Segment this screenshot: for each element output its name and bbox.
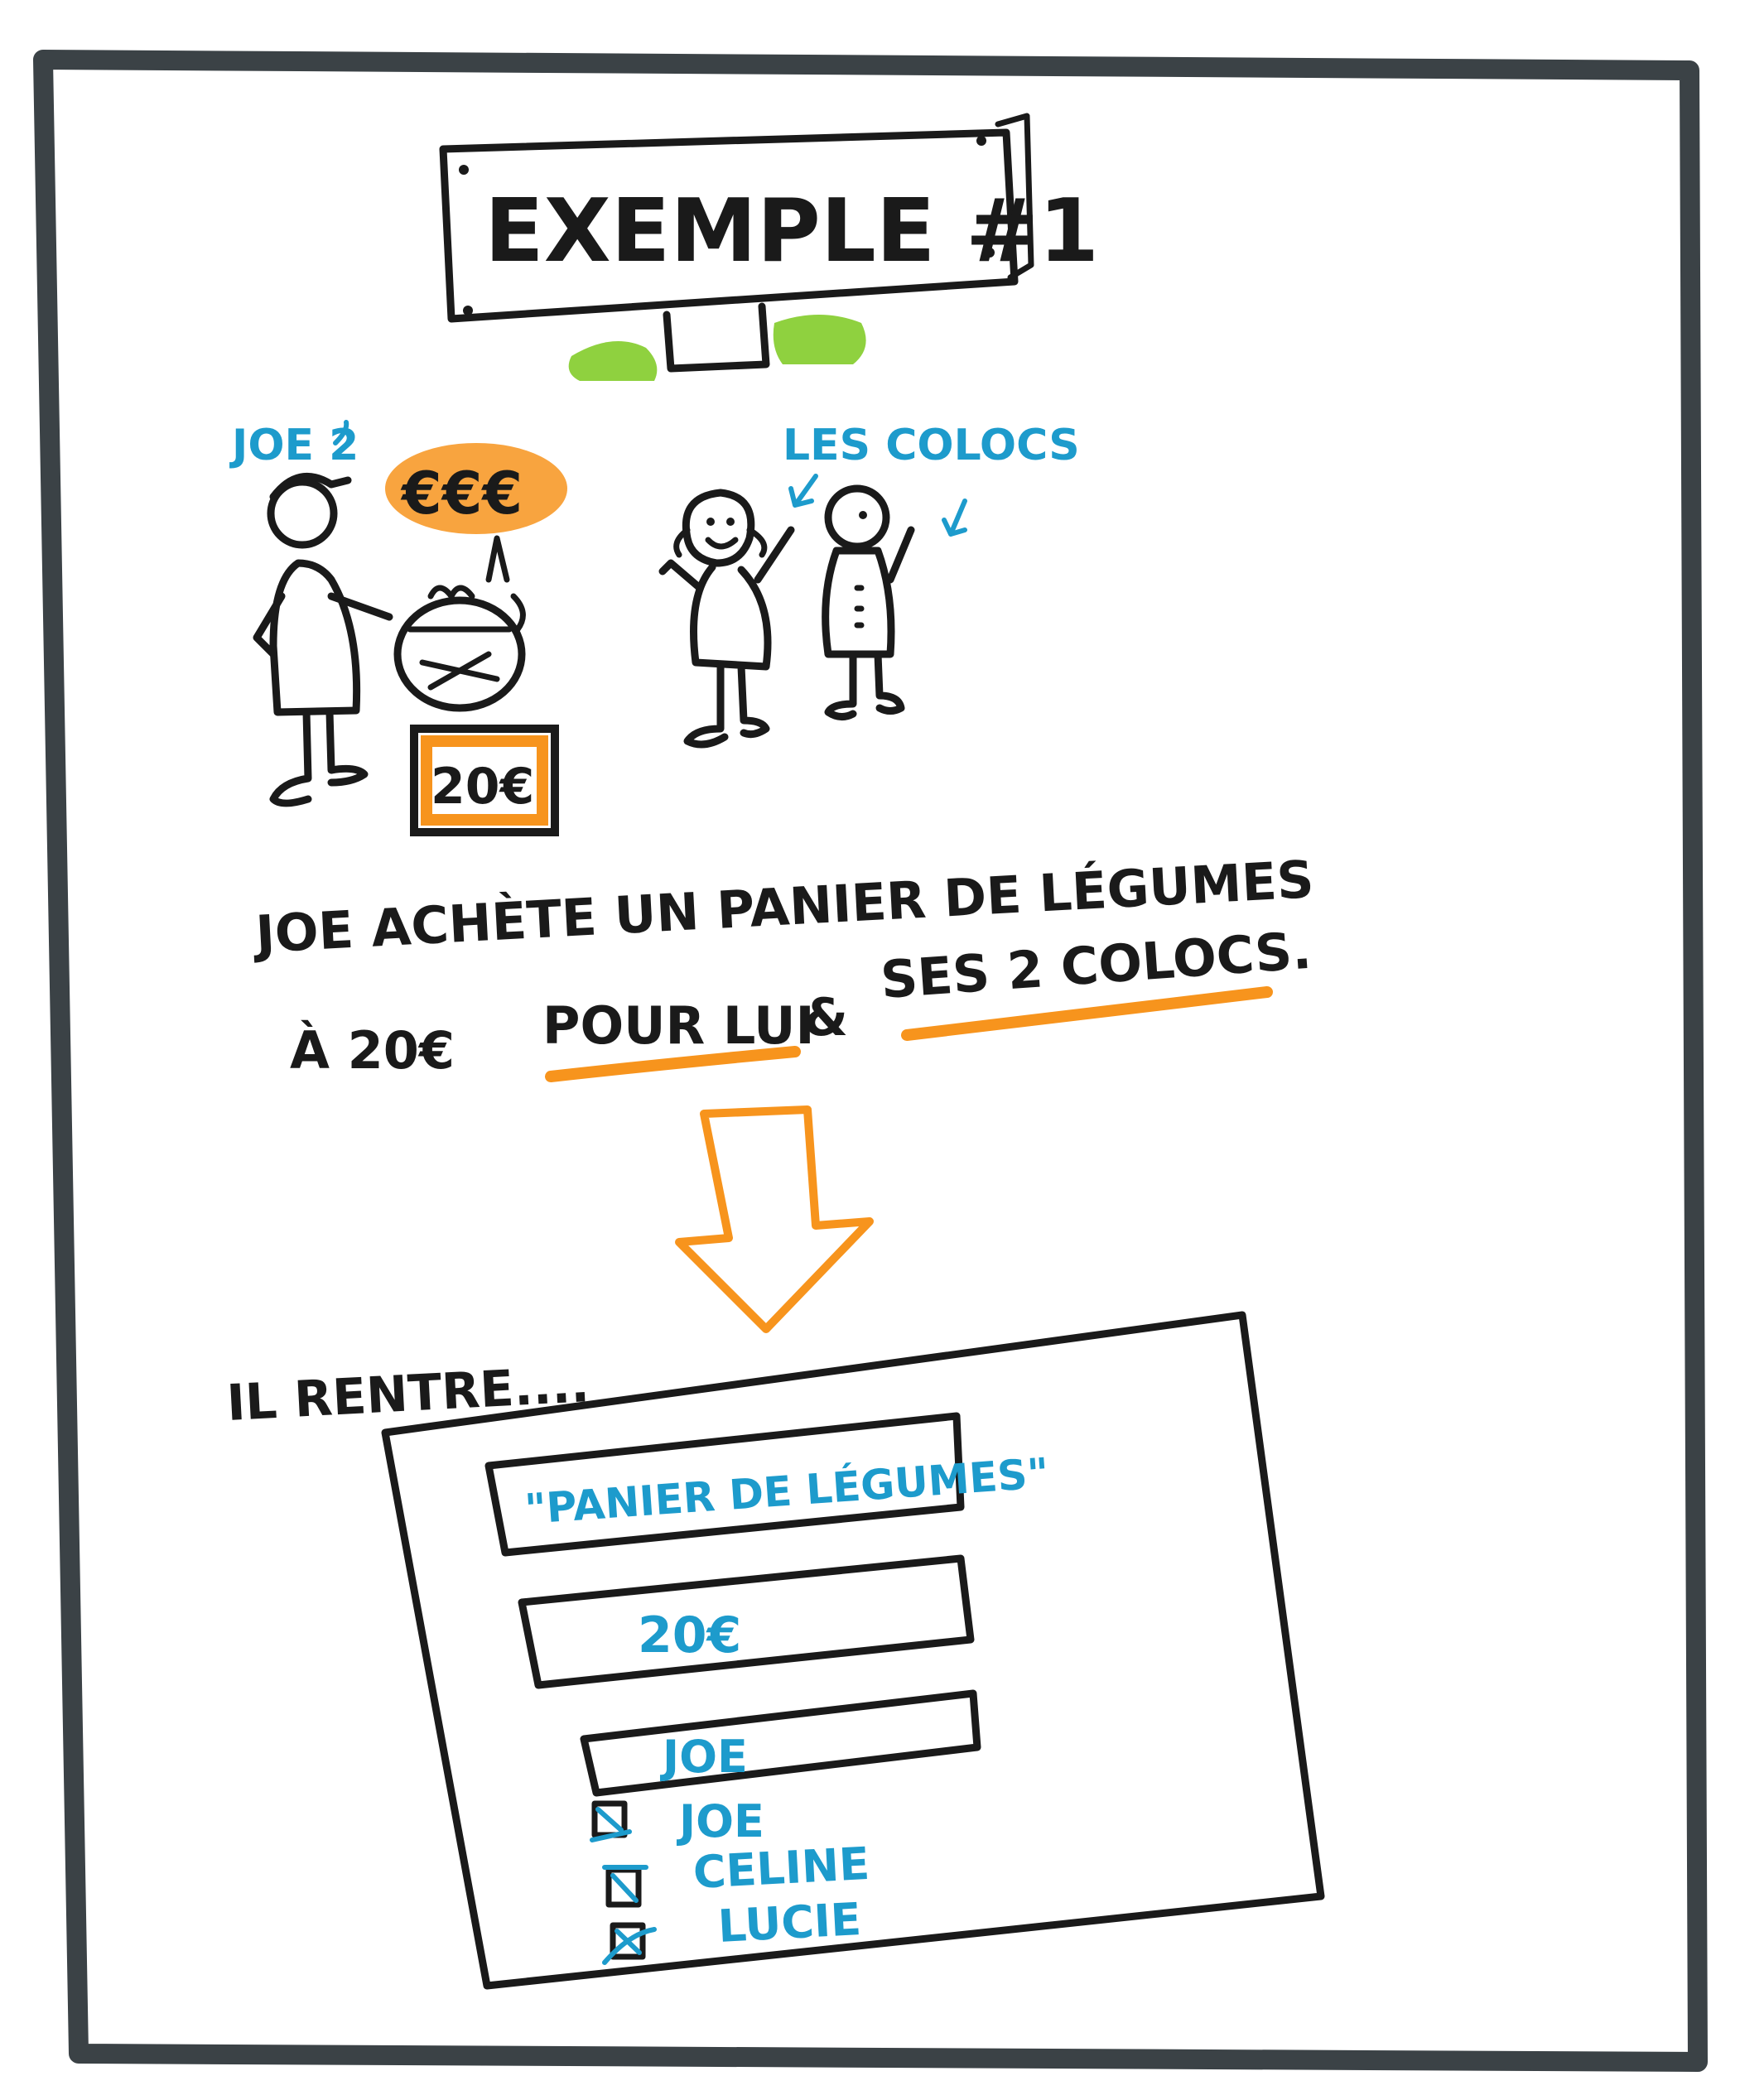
- money-icon: €€€: [385, 443, 567, 534]
- name-field[interactable]: "PANIER DE LÉGUMES": [484, 1412, 1050, 1557]
- amount-field[interactable]: 20€: [518, 1554, 975, 1689]
- form-intro: IL RENTRE....: [225, 1356, 590, 1433]
- coloc-figure-left: [658, 489, 795, 749]
- description-line2-start: À 20€: [290, 1020, 455, 1081]
- description-amp: &: [803, 987, 848, 1048]
- payer-field-value: JOE: [659, 1731, 748, 1783]
- payer-field[interactable]: JOE: [580, 1689, 981, 1797]
- amount-field-value: 20€: [638, 1606, 741, 1664]
- underline-pour-lui: [545, 1046, 801, 1082]
- title-sign: EXEMPLE #1: [439, 113, 1099, 381]
- money-text: €€€: [400, 460, 523, 527]
- down-arrow-icon: [675, 1105, 874, 1333]
- participant-lucie-label: LUCIE: [716, 1893, 862, 1953]
- joe-figure: [253, 472, 393, 807]
- participant-joe[interactable]: JOE: [590, 1795, 764, 1847]
- title-text: EXEMPLE #1: [484, 181, 1099, 282]
- coloc-figure-right: [822, 484, 915, 720]
- participant-joe-label: JOE: [676, 1795, 764, 1847]
- form-sketch: [381, 1311, 1325, 1990]
- price-tag-text: 20€: [431, 758, 534, 816]
- grass-right: [773, 315, 866, 364]
- price-tag: 20€: [410, 725, 559, 836]
- page-frame: [33, 50, 1708, 2072]
- joe-label: JOE 2: [229, 421, 359, 470]
- colocs-label: LES COLOCS: [783, 421, 1080, 470]
- participant-celine-label: CELINE: [692, 1838, 870, 1899]
- underline-ses-colocs: [901, 986, 1273, 1041]
- basket-icon: [393, 535, 526, 712]
- description-pour-lui: POUR LUI: [542, 995, 815, 1056]
- grass-left: [568, 341, 658, 381]
- participant-celine[interactable]: CELINE: [602, 1838, 870, 1908]
- checkbox-lucie[interactable]: [610, 1922, 646, 1960]
- participant-lucie[interactable]: LUCIE: [602, 1893, 862, 1965]
